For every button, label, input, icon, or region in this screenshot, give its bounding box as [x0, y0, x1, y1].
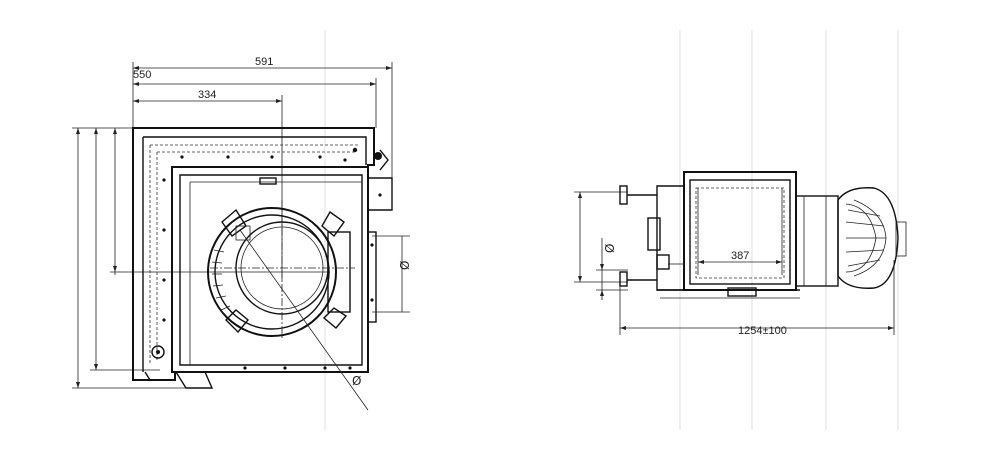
dim-label-387: 387: [731, 250, 749, 262]
top-dimensions: [132, 62, 393, 280]
dim-label-334: 334: [198, 89, 216, 101]
top-view-left-dimensions: [574, 191, 628, 335]
dim-label-591: 591: [255, 56, 273, 68]
left-vertical-dimensions: [72, 127, 330, 389]
inlet-diameter-symbol: Ø: [603, 244, 617, 253]
door-diameter-symbol: Ø: [352, 374, 361, 388]
front-view: 591 550 334: [72, 56, 412, 411]
dim-label-1254: 1254±100: [738, 325, 787, 337]
overall-length-dimension: [620, 260, 895, 335]
inner-width-dimension: [697, 188, 783, 275]
top-view: Ø: [574, 171, 907, 337]
flue-diameter-symbol: Ø: [398, 261, 412, 270]
door-side-profile: [837, 187, 907, 289]
dim-label-550: 550: [133, 69, 151, 81]
reference-lines: [324, 30, 899, 430]
flue-connector: [619, 185, 657, 287]
top-view-body: [647, 171, 839, 299]
stove-body: [132, 127, 410, 389]
rivets: [162, 147, 382, 370]
air-vents: [211, 249, 231, 311]
